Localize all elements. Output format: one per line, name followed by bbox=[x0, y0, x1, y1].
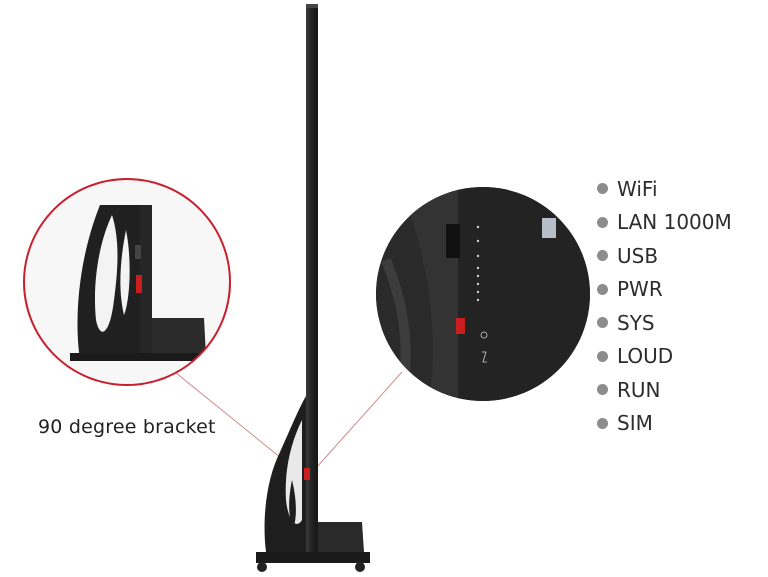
port-label: SIM bbox=[617, 411, 653, 436]
bullet-icon bbox=[597, 317, 608, 329]
port-label: USB bbox=[617, 243, 659, 268]
port-item-sys: SYS bbox=[597, 306, 732, 340]
port-item-run: RUN bbox=[597, 373, 732, 407]
display-stand bbox=[256, 4, 370, 572]
port-label: PWR bbox=[617, 277, 663, 302]
port-label: LAN 1000M bbox=[617, 210, 732, 235]
left-callout-line bbox=[175, 372, 287, 463]
port-label: SYS bbox=[617, 310, 655, 335]
right-zoom-callout bbox=[376, 187, 590, 401]
port-item-lan: LAN 1000M bbox=[597, 206, 732, 240]
port-label: LOUD bbox=[617, 344, 674, 369]
port-legend: WiFi LAN 1000M USB PWR SYS LOUD RUN SIM bbox=[597, 172, 732, 440]
bracket-caption: 90 degree bracket bbox=[38, 416, 216, 438]
port-item-sim: SIM bbox=[597, 407, 732, 441]
port-item-wifi: WiFi bbox=[597, 172, 732, 206]
left-zoom-callout bbox=[24, 179, 230, 385]
bullet-icon bbox=[597, 283, 608, 295]
port-item-pwr: PWR bbox=[597, 273, 732, 307]
port-item-usb: USB bbox=[597, 239, 732, 273]
bullet-icon bbox=[597, 350, 608, 362]
port-label: RUN bbox=[617, 377, 661, 402]
left-zoom-ring bbox=[23, 178, 231, 386]
bullet-icon bbox=[597, 183, 608, 195]
right-callout-line bbox=[306, 371, 403, 479]
bullet-icon bbox=[597, 216, 608, 228]
port-item-loud: LOUD bbox=[597, 340, 732, 374]
bullet-icon bbox=[597, 250, 608, 262]
bullet-icon bbox=[597, 384, 608, 396]
bullet-icon bbox=[597, 417, 608, 429]
port-label: WiFi bbox=[617, 176, 658, 201]
